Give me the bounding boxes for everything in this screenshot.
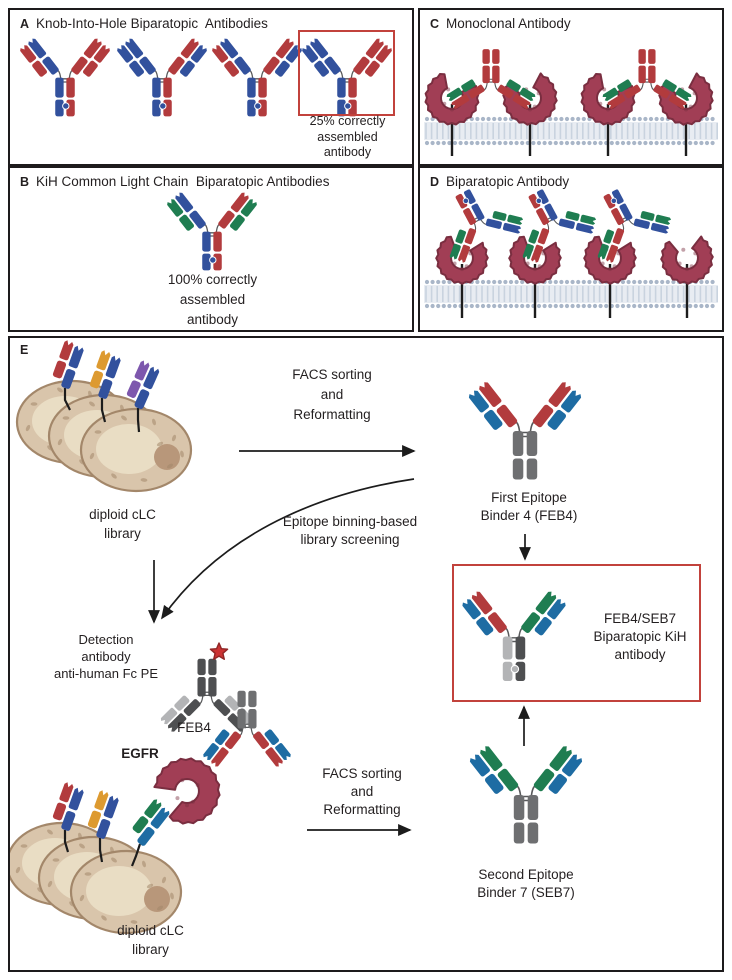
yeast-cell-icon <box>69 849 183 935</box>
clc-biparatopic-antibody-icon <box>167 192 257 271</box>
panel-c-label: C <box>430 17 440 31</box>
receptor-icon <box>658 72 714 126</box>
receptor-icon <box>435 235 489 285</box>
fab-fragment-icon <box>132 799 170 846</box>
seb7-caption: Second Epitope Binder 7 (SEB7) <box>477 867 575 900</box>
panel-e-graphics <box>10 340 583 935</box>
membrane-icon <box>424 279 718 309</box>
curved-arrow <box>161 478 415 620</box>
feb4-displayed-antibody-icon <box>203 690 291 767</box>
monoclonal-antibody-icon <box>602 49 692 109</box>
feb4-caption: First Epitope Binder 4 (FEB4) <box>480 490 578 523</box>
feb4-antibody-icon <box>468 382 582 480</box>
epitope-binning-caption: Epitope binning-based library screening <box>282 514 418 547</box>
receptor-icon <box>502 72 558 126</box>
monoclonal-antibody-icon <box>446 49 536 109</box>
fab-fragment-icon <box>87 790 119 839</box>
egfr-icon <box>153 757 221 825</box>
panel-d-label: D <box>430 175 440 189</box>
mispaired-antibody-3-icon <box>212 38 302 117</box>
fab-fragment-icon <box>126 360 160 410</box>
biparatopic-antibody-icon <box>449 189 524 263</box>
kih-box-caption: FEB4/SEB7 Biparatopic KiH antibody <box>593 611 687 662</box>
fab-fragment-icon <box>52 782 84 831</box>
panel-a-graphics <box>20 38 392 117</box>
correct-antibody-icon <box>302 38 392 117</box>
diploid-clc-library-top-caption: diploid cLC library <box>89 507 156 541</box>
panel-b-graphics <box>167 192 257 271</box>
egfr-label: EGFR <box>121 746 159 761</box>
panel-b-label: B <box>20 175 30 189</box>
receptor-icon <box>660 235 714 285</box>
diploid-clc-library-bottom-caption: diploid cLC library <box>117 923 184 957</box>
receptor-icon <box>508 235 562 285</box>
receptor-icon <box>580 73 636 126</box>
fab-fragment-icon <box>89 350 121 399</box>
panel-c-graphics <box>424 49 718 156</box>
receptor-icon <box>583 235 637 285</box>
feb4-label: FEB4 <box>177 720 211 735</box>
panel-a-caption: 25% correctly assembled antibody <box>309 114 386 159</box>
correct-assembly-highlight-box <box>298 30 395 116</box>
biparatopic-antibody-icon <box>597 189 672 263</box>
biparatopic-antibody-icon <box>522 189 597 263</box>
feb4-seb7-kih-antibody-icon <box>462 591 566 682</box>
panel-e: E diploid cLC library <box>8 336 724 972</box>
panel-d-graphics <box>424 189 718 318</box>
fab-fragment-icon <box>52 340 84 389</box>
facs-sorting-top-caption: FACS sorting and Reformatting <box>292 367 372 422</box>
panel-e-label: E <box>20 343 29 357</box>
panel-a-label: A <box>20 17 30 31</box>
panel-b-caption: 100% correctly assembled antibody <box>167 272 258 327</box>
seb7-antibody-icon <box>469 746 583 844</box>
facs-sorting-bottom-caption: FACS sorting and Reformatting <box>322 766 402 817</box>
detection-antibody-caption: Detection antibody anti-human Fc PE <box>53 632 159 681</box>
final-antibody-highlight-box <box>452 564 701 702</box>
mispaired-antibody-1-icon <box>20 38 110 117</box>
mispaired-antibody-2-icon <box>117 38 207 117</box>
pe-fluorophore-star-icon <box>209 642 229 660</box>
yeast-cell-icon <box>79 407 193 493</box>
